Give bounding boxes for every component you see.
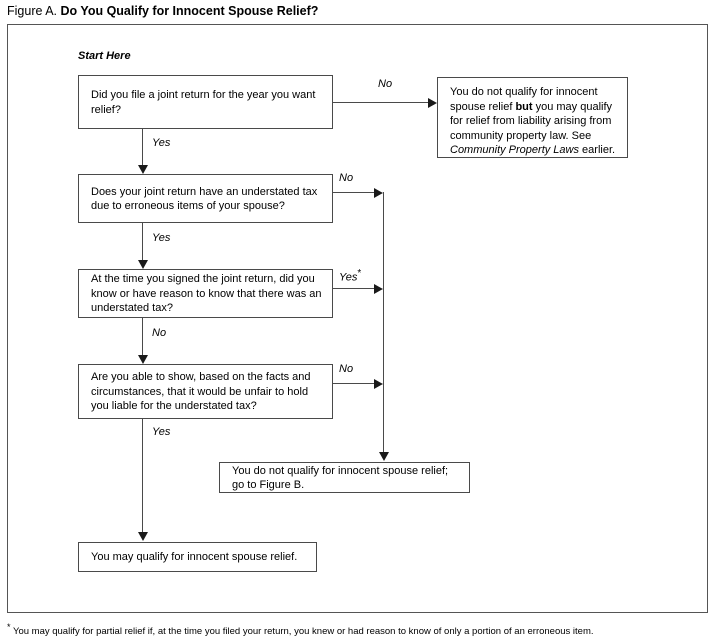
- outcome-may-qualify-text: You may qualify for innocent spouse reli…: [91, 551, 298, 564]
- footnote: * You may qualify for partial relief if,…: [7, 621, 707, 638]
- edge-arrow-q1-yes: [138, 165, 148, 174]
- decision-box-knowledge-text: At the time you signed the joint return,…: [91, 273, 322, 315]
- outcome-community-italic-reference: Community Property Laws: [450, 144, 579, 156]
- edge-arrow-q3-yes: [374, 284, 383, 294]
- footnote-star-icon: *: [7, 622, 11, 632]
- outcome-box-may-qualify: You may qualify for innocent spouse reli…: [78, 542, 317, 572]
- edge-label-q4-no: No: [339, 363, 354, 375]
- decision-box-knowledge: At the time you signed the joint return,…: [78, 269, 333, 318]
- decision-box-understated-tax-text: Does your joint return have an understat…: [91, 185, 318, 213]
- edge-line-q2-yes: [142, 223, 143, 262]
- outcome-community-emphasis: but: [515, 100, 533, 113]
- decision-box-joint-return: Did you file a joint return for the year…: [78, 75, 333, 129]
- edge-label-q4-yes: Yes: [152, 426, 171, 438]
- decision-box-unfairness: Are you able to show, based on the facts…: [78, 364, 333, 419]
- edge-arrow-q4-yes: [138, 532, 148, 541]
- figure-title-text: Do You Qualify for Innocent Spouse Relie…: [60, 4, 319, 18]
- edge-arrow-q2-no: [374, 188, 383, 198]
- edge-line-q4-no: [333, 383, 374, 384]
- edge-label-q3-no: No: [152, 327, 167, 339]
- edge-line-q3-no: [142, 318, 143, 357]
- edge-arrow-q4-no: [374, 379, 383, 389]
- edge-label-q3-yes: Yes*: [339, 268, 361, 284]
- footnote-marker-icon: *: [357, 268, 362, 279]
- edge-arrow-q3-no: [138, 355, 148, 364]
- outcome-figure-b-text: You do not qualify for innocent spouse r…: [232, 464, 449, 492]
- edge-arrow-q1-no: [428, 98, 437, 108]
- decision-box-understated-tax: Does your joint return have an understat…: [78, 174, 333, 223]
- edge-line-q2-no: [333, 192, 374, 193]
- outcome-community-part3: earlier.: [579, 144, 616, 156]
- outcome-box-community-property: You do not qualify for innocent spouse r…: [437, 77, 628, 158]
- edge-arrow-q2-yes: [138, 260, 148, 269]
- edge-line-q4-yes: [142, 419, 143, 534]
- edge-line-q3-yes: [333, 288, 374, 289]
- outcome-community-part1: You do not qualify for innocent spouse r…: [450, 86, 598, 113]
- figure-title: Figure A. Do You Qualify for Innocent Sp…: [7, 3, 318, 19]
- figure-label: Figure A.: [7, 4, 58, 18]
- footnote-text: You may qualify for partial relief if, a…: [10, 626, 594, 638]
- start-here-label: Start Here: [78, 50, 131, 62]
- decision-box-unfairness-text: Are you able to show, based on the facts…: [91, 371, 311, 413]
- edge-label-q1-yes: Yes: [152, 137, 171, 149]
- outcome-box-go-to-figure-b: You do not qualify for innocent spouse r…: [219, 462, 470, 493]
- edge-line-trunk-to-figure-b: [383, 192, 384, 454]
- edge-line-q1-no: [333, 102, 428, 103]
- outcome-community-part2: you may qualify for relief from liabilit…: [450, 100, 613, 142]
- edge-label-q2-no: No: [339, 172, 354, 184]
- edge-label-q3-yes-text: Yes: [339, 271, 358, 284]
- edge-line-q1-yes: [142, 129, 143, 167]
- edge-label-q1-no: No: [378, 78, 393, 90]
- decision-box-joint-return-text: Did you file a joint return for the year…: [91, 89, 316, 116]
- edge-arrow-trunk-to-figure-b: [379, 452, 389, 461]
- edge-label-q2-yes: Yes: [152, 232, 171, 244]
